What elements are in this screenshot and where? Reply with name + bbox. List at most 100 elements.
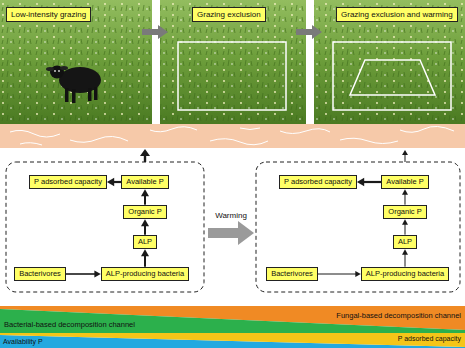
scene-label: Grazing exclusion [197, 10, 261, 19]
sheep-figure [54, 70, 56, 72]
plot-frame [178, 42, 451, 110]
box-label: ALP [138, 238, 152, 247]
box-label: P adsorbed capacity [34, 178, 102, 187]
arrow-line [405, 254, 406, 267]
pool-box: Organic P [123, 205, 166, 220]
scene-label: Low-intensity grazing [11, 10, 86, 19]
pool-box: Available P [121, 175, 168, 190]
band-shape [0, 333, 465, 347]
sheep-figure [46, 67, 54, 71]
band-shape [0, 309, 465, 333]
dashed-group-frame [6, 162, 204, 292]
band-label: Availability P [3, 338, 43, 346]
box-label: Organic P [128, 208, 161, 217]
release-arrow [140, 149, 408, 162]
box-label: P adsorbed capacity [284, 178, 352, 187]
box-label: ALP-producing bacteria [106, 270, 184, 279]
organism-box: Bacterivores [266, 267, 318, 282]
arrow-line [144, 195, 146, 205]
arrow-connector [402, 219, 408, 234]
soil-strip [10, 126, 454, 145]
box-label: Bacterivores [271, 270, 313, 279]
soil-strip [0, 124, 465, 148]
warming-arrow [208, 221, 254, 245]
scene-tag: Grazing exclusion and warming [336, 7, 458, 22]
box-label: ALP [398, 238, 412, 247]
sheep-figure [60, 66, 68, 70]
arrow-connector [66, 270, 101, 277]
arrow-connector [141, 249, 149, 266]
sheep-figure [88, 88, 92, 101]
sheep-figure [72, 89, 76, 103]
grassland-photo [0, 0, 152, 124]
band-label: Fungal-based decomposition channel [336, 312, 461, 321]
band-label: P adsorbed capacity [398, 335, 461, 343]
arrow-line [405, 224, 406, 235]
arrow-label: Warming [215, 211, 247, 220]
box-label: Available P [386, 178, 423, 187]
arrow-connector [357, 178, 381, 186]
grassland-photo [0, 0, 152, 124]
band-shape [0, 333, 465, 348]
sequence-arrow [142, 25, 168, 39]
organism-box: ALP-producing bacteria [101, 267, 189, 282]
dashed-group-frame [256, 162, 460, 292]
arrow-head [402, 249, 408, 255]
arrow-line [66, 273, 96, 275]
arrow-line [144, 225, 146, 235]
arrow-connector [141, 189, 149, 204]
warming-arrow [208, 221, 254, 245]
arrow-head [141, 249, 149, 256]
arrow-head [357, 178, 364, 186]
release-arrow [402, 150, 408, 155]
box-label: Available P [126, 178, 163, 187]
arrow-head [107, 178, 114, 186]
plot-frame [333, 42, 451, 110]
grassland-photo [160, 0, 306, 124]
pool-box: P adsorbed capacity [279, 175, 357, 190]
arrow-line [363, 181, 382, 183]
arrow-head [141, 219, 149, 226]
release-arrow [140, 149, 150, 156]
arrow-connector [107, 178, 121, 186]
sheep-figure [58, 70, 60, 72]
pool-box: P adsorbed capacity [29, 175, 107, 190]
plot-frame [178, 42, 286, 110]
arrow-line [144, 255, 146, 267]
sheep-figure [65, 88, 69, 102]
organism-box: ALP-producing bacteria [361, 267, 449, 282]
box-label: Bacterivores [19, 270, 61, 279]
sequence-arrow [142, 25, 322, 39]
enzyme-box: ALP [393, 235, 417, 250]
scene-tag: Grazing exclusion [192, 7, 266, 22]
arrow-line [318, 274, 357, 275]
grassland-photo [160, 0, 306, 124]
sheep-figure [94, 87, 98, 100]
sheep-figure [46, 66, 101, 104]
box-label: Organic P [388, 208, 421, 217]
plot-frame [350, 60, 435, 95]
box-label: ALP-producing bacteria [366, 270, 444, 279]
arrow-line [404, 194, 405, 205]
band-label: Bacterial-based decomposition channel [4, 321, 135, 330]
arrow-connector [402, 249, 408, 266]
arrow-head [141, 189, 149, 196]
scene-label: Grazing exclusion and warming [341, 10, 453, 19]
organism-box: Bacterivores [14, 267, 66, 282]
arrow-connector [402, 189, 408, 204]
scene-tag: Low-intensity grazing [6, 7, 91, 22]
grassland-photo [0, 0, 465, 124]
pool-box: Organic P [383, 205, 426, 220]
sequence-arrow [296, 25, 322, 39]
dashed-group-frame [6, 162, 460, 292]
arrow-head [402, 219, 408, 225]
gradient-band: P adsorbed capacity [0, 333, 465, 348]
arrow-connector [141, 219, 149, 234]
soil-strip [0, 124, 465, 148]
release-arrow [144, 155, 146, 162]
pool-box: Available P [381, 175, 428, 190]
grassland-photo [314, 0, 465, 124]
arrow-connector [318, 271, 361, 277]
grassland-photo [314, 0, 465, 124]
